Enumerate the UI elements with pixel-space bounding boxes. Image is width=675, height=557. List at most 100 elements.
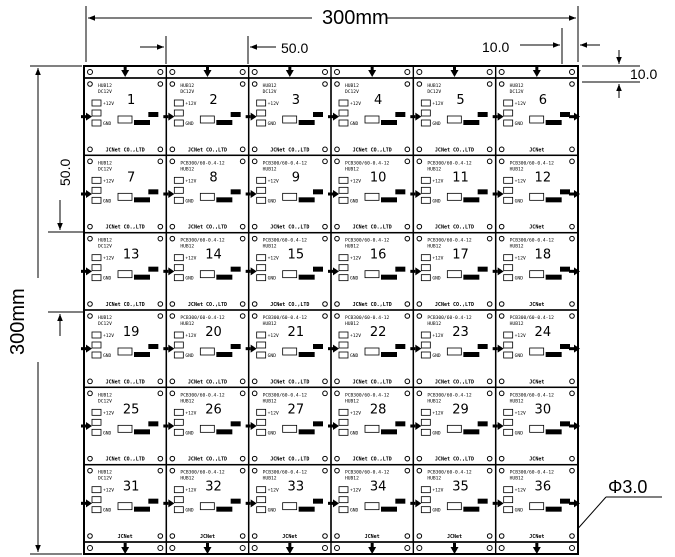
- cell-number-label: 23: [452, 325, 469, 340]
- smd-pad: [560, 189, 570, 195]
- mounting-hole: [157, 455, 164, 462]
- mounting-hole: [416, 146, 423, 153]
- ic-footprint: [364, 347, 380, 356]
- mounting-hole: [87, 455, 93, 462]
- connector-pad: [338, 351, 349, 359]
- trace-block: [381, 352, 397, 357]
- mounting-hole: [157, 81, 164, 87]
- cell-number-label: 1: [127, 93, 135, 108]
- edge-arrow-stem: [81, 347, 86, 351]
- mounting-hole: [498, 81, 505, 87]
- cell-number-label: 4: [374, 93, 382, 108]
- smd-pad: [477, 112, 488, 117]
- connector-pad: [503, 418, 514, 426]
- ic-footprint: [117, 347, 133, 356]
- cell-number-label: 15: [288, 248, 305, 263]
- mounting-hole: [322, 378, 328, 385]
- edge-arrow: [168, 422, 175, 430]
- board-right-edge-arrow: [574, 499, 580, 508]
- connector-pad: [338, 264, 349, 272]
- mounting-hole: [239, 455, 246, 462]
- mounting-hole: [87, 301, 93, 307]
- mounting-hole: [416, 81, 423, 87]
- connector-pad: [173, 351, 184, 359]
- connector-pad: [91, 119, 102, 127]
- mounting-hole: [334, 455, 340, 462]
- board-right-edge-arrow-stem: [569, 192, 574, 196]
- silk-company: JCNet: [200, 534, 215, 540]
- silk-company: JCNet CO.,LTD: [353, 379, 392, 385]
- silk-part-number: PCB300/60-0.4-12: [180, 160, 224, 166]
- mounting-hole: [239, 301, 246, 307]
- silk-part-number: HUB12: [98, 160, 112, 166]
- edge-arrow-stem: [328, 269, 333, 273]
- smd-pad: [477, 344, 488, 349]
- edge-arrow: [250, 190, 257, 198]
- mounting-hole: [334, 235, 340, 242]
- smd-pad: [313, 112, 323, 117]
- ic-footprint: [282, 192, 298, 201]
- silk-gnd: GND: [268, 353, 277, 359]
- edge-arrow-stem: [245, 424, 251, 428]
- trace-block: [216, 429, 233, 435]
- edge-arrow: [497, 499, 504, 508]
- trace-block: [298, 352, 315, 357]
- silk-hub: HUB12: [263, 398, 277, 404]
- mounting-hole: [239, 533, 246, 539]
- top-rail-arrow: [368, 70, 377, 77]
- edge-arrow-stem: [245, 192, 251, 196]
- connector-pad: [91, 351, 102, 359]
- trace-block: [381, 274, 397, 280]
- silk-gnd: GND: [268, 508, 277, 514]
- trace-block: [298, 120, 315, 125]
- smd-pad: [395, 266, 406, 272]
- silk-hub: HUB12: [263, 244, 277, 250]
- cell-number-label: 17: [452, 248, 469, 263]
- trace-block: [298, 429, 315, 435]
- rail-hole: [169, 69, 176, 75]
- mounting-hole: [569, 158, 575, 165]
- edge-arrow-stem: [410, 115, 416, 119]
- mounting-hole: [157, 223, 164, 230]
- edge-arrow-stem: [328, 347, 333, 351]
- silk-company: JCNet CO.,LTD: [106, 147, 145, 153]
- edge-arrow-stem: [245, 269, 251, 273]
- connector-pad: [338, 99, 349, 107]
- connector-pad: [256, 254, 267, 262]
- silk-hub: HUB12: [427, 476, 441, 482]
- mounting-hole: [322, 455, 328, 462]
- edge-arrow-stem: [81, 115, 86, 119]
- silk-part-number: PCB300/60-0.4-12: [510, 238, 554, 244]
- trace-block: [463, 429, 480, 435]
- connector-pad: [420, 486, 431, 494]
- silk-hub: DC12V: [180, 89, 194, 95]
- mounting-hole: [569, 533, 575, 539]
- silk-part-number: PCB300/60-0.4-12: [180, 392, 224, 398]
- silk-gnd: GND: [268, 430, 277, 436]
- edge-arrow: [497, 190, 504, 198]
- mounting-hole: [486, 455, 493, 462]
- bottom-rail-arrow-stem: [206, 543, 209, 548]
- edge-arrow: [415, 112, 422, 121]
- edge-arrow: [497, 112, 504, 121]
- mounting-hole: [157, 158, 164, 165]
- connector-pad: [256, 486, 267, 494]
- trace-block: [381, 429, 397, 435]
- bottom-rail-arrow: [450, 547, 459, 554]
- mounting-hole: [569, 390, 575, 397]
- silk-company: JCNet CO.,LTD: [106, 457, 145, 463]
- silk-hub: HUB12: [263, 476, 277, 482]
- silk-company: JCNet CO.,LTD: [270, 147, 309, 153]
- smd-pad: [560, 421, 570, 427]
- mounting-hole: [569, 313, 575, 319]
- silk-hub: DC12V: [345, 89, 359, 95]
- mounting-hole: [486, 301, 493, 307]
- edge-arrow-stem: [163, 347, 169, 351]
- silk-voltage: +12V: [268, 101, 279, 107]
- mounting-hole: [169, 455, 176, 462]
- mounting-hole: [486, 533, 493, 539]
- silk-gnd: GND: [103, 353, 112, 359]
- connector-pad: [256, 506, 267, 514]
